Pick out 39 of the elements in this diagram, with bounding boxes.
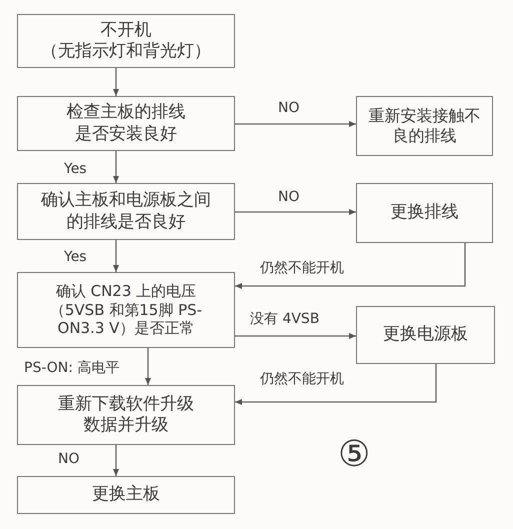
arrow xyxy=(113,240,119,272)
box-text: 更换主板 xyxy=(92,484,160,506)
box-text: 更换电源板 xyxy=(383,324,468,346)
edge-label: Yes xyxy=(62,250,89,264)
arrow xyxy=(113,68,119,96)
process-box xyxy=(17,183,235,240)
arrow xyxy=(235,243,466,289)
edge-label: 没有 4VSB xyxy=(248,312,322,326)
arrow xyxy=(235,364,437,405)
edge-label: NO xyxy=(56,452,82,466)
process-box xyxy=(17,272,235,348)
process-box xyxy=(17,14,235,68)
arrow xyxy=(235,121,356,127)
box-text: 不开机 xyxy=(100,20,152,41)
edge-label: Yes xyxy=(62,162,89,176)
process-box xyxy=(17,96,235,151)
edge-label: 仍然不能开机 xyxy=(258,372,346,386)
arrow xyxy=(235,209,356,215)
box-text: 检查主板的排线是否安装良好 xyxy=(66,102,186,145)
edge-label: 仍然不能开机 xyxy=(258,261,346,275)
box-text: 确认 CN23 上的电压（5VSB 和第15脚 PS-ON3.3 V）是否正常 xyxy=(48,282,204,338)
arrow xyxy=(113,151,119,183)
box-text: 更换排线 xyxy=(390,202,458,224)
process-box xyxy=(17,476,235,514)
process-box xyxy=(356,96,493,156)
edge-label: NO xyxy=(276,101,302,115)
edge-label: NO xyxy=(276,190,302,204)
arrow xyxy=(145,348,151,385)
edge-label: PS-ON: 高电平 xyxy=(22,361,122,375)
process-box xyxy=(17,385,235,445)
arrow xyxy=(235,333,356,339)
arrow xyxy=(113,445,119,476)
box-text: （无指示灯和背光灯） xyxy=(41,41,211,62)
figure-number: ⑤ xyxy=(338,437,370,473)
process-box xyxy=(356,306,495,364)
process-box xyxy=(356,183,493,243)
box-text: 重新安装接触不良的排线 xyxy=(368,106,482,146)
box-text: 重新下载软件升级数据并升级 xyxy=(57,394,195,436)
box-text: 确认主板和电源板之间的排线是否良好 xyxy=(40,190,212,233)
